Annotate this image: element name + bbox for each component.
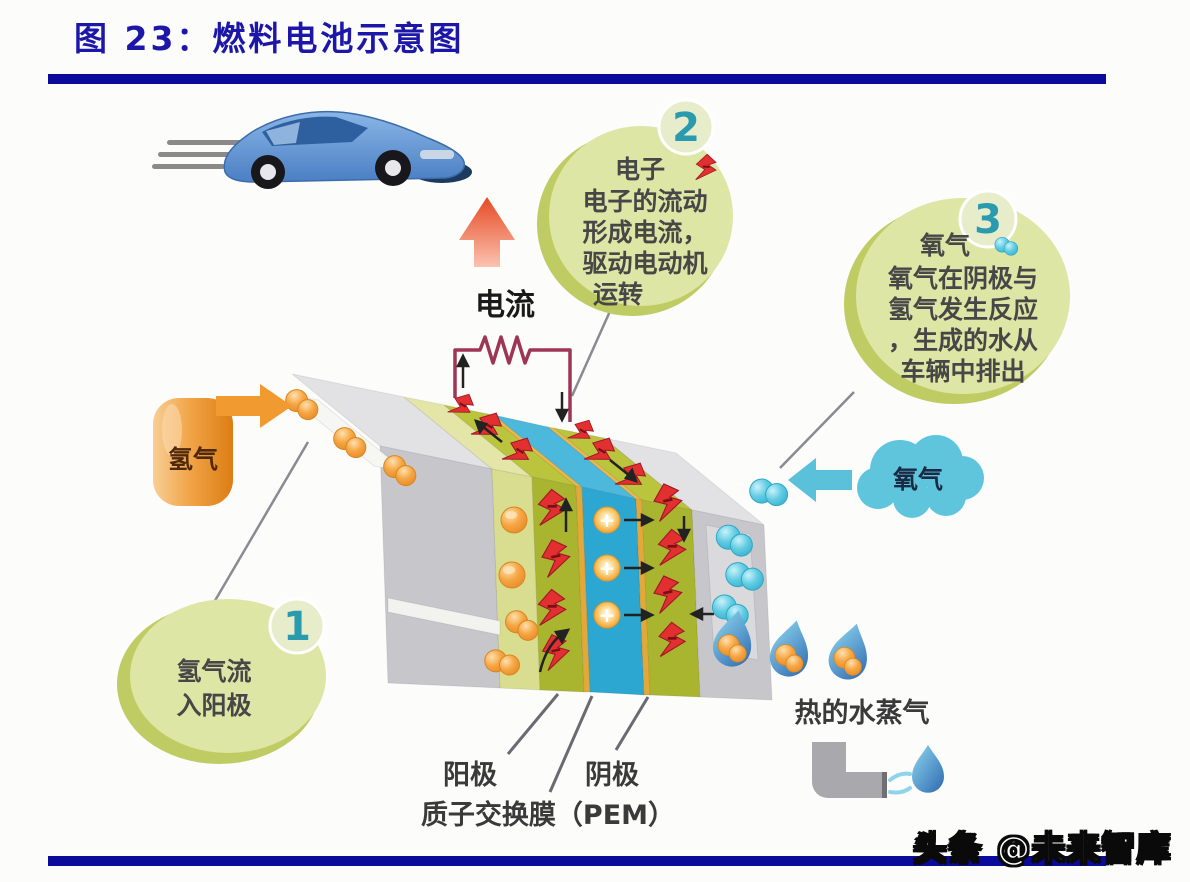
callout-3-line: ，生成的水从 [888, 326, 1038, 355]
droplet-icon [912, 744, 944, 793]
callout-2-line: 形成电流， [582, 218, 707, 247]
cathode-label-leader [614, 696, 650, 751]
callout-2-number-badge [657, 98, 715, 156]
callout-1-line: 氢气流 [176, 657, 251, 686]
oxygen-arrow-icon [788, 458, 852, 502]
callout-3-title: 氧气 [919, 231, 970, 260]
callout-3-number-badge [958, 189, 1018, 249]
electron-path-arrow-left [481, 425, 503, 443]
hydrogen-inlet-group: 氢气 [153, 384, 292, 506]
proton-plus: + [599, 556, 616, 580]
external-circuit: 电流 [453, 288, 572, 423]
watermark: 头条 @未来智库 [913, 828, 1172, 869]
callout-3-leader [779, 391, 855, 469]
droplet-icon [825, 619, 876, 683]
callout-2: 2 电子 电子的流动 形成电流， 驱动电动机 运转 [537, 98, 733, 316]
callout-1-line: 入阳极 [176, 691, 251, 720]
proton-plus: + [599, 603, 616, 627]
figure-title: 图 23：燃料电池示意图 [74, 19, 465, 58]
oxygen-cloud-icon [857, 435, 984, 518]
hydrogen-channel-lower [387, 597, 501, 636]
current-label: 电流 [475, 288, 535, 323]
oxygen-inlet-group: 氧气 [788, 435, 984, 518]
callout-3-line: 氧气在阴极与 [887, 264, 1038, 293]
resistor-circuit-icon [453, 335, 572, 422]
callout-3-number: 3 [974, 197, 1002, 243]
hydrogen-label: 氢气 [168, 445, 218, 474]
callout-1: 1 氢气流 入阳极 [117, 597, 326, 764]
steam-label: 热的水蒸气 [795, 697, 930, 729]
power-up-arrow-icon [459, 197, 515, 267]
proton-1: + [593, 506, 621, 534]
anode-label: 阳极 [443, 760, 497, 791]
callout-2-line: 电子的流动 [582, 187, 707, 216]
layer-labels: 阳极 阴极 质子交换膜（PEM） [421, 693, 675, 831]
top-rule [48, 74, 1106, 84]
anode-front-details [482, 486, 574, 679]
callout-1-number-badge [268, 597, 326, 655]
proton-plus: + [599, 508, 616, 532]
callout-1-leader [204, 441, 310, 617]
cathode-label: 阴极 [585, 760, 639, 791]
car-icon [223, 110, 472, 189]
callout-2-line: 运转 [593, 280, 643, 309]
callout-2-number: 2 [672, 105, 700, 151]
bottom-rule [48, 856, 1106, 866]
vehicle-group [152, 110, 515, 267]
callout-2-line: 驱动电动机 [582, 249, 707, 278]
droplet-icon [766, 616, 815, 680]
exhaust-pipe-icon [812, 742, 886, 798]
steam-outlet-group: 热的水蒸气 [710, 607, 944, 798]
proton-flow: + + + [593, 506, 655, 629]
membrane-label: 质子交换膜（PEM） [421, 799, 675, 831]
proton-arrows [624, 512, 655, 623]
oxygen-label: 氧气 [892, 465, 943, 494]
callout-2-leader [570, 299, 617, 397]
hydrogen-arrow-icon [216, 384, 292, 428]
electron-path-arrow-right [609, 459, 631, 477]
cathode-front-details [650, 474, 790, 661]
callout-leader-lines [204, 299, 855, 617]
motion-lines-icon [152, 140, 243, 169]
proton-3: + [593, 601, 621, 629]
membrane-label-leader [548, 695, 594, 793]
callout-3: 3 氧气 氧气在阴极与 氢气发生反应 ，生成的水从 车辆中排出 [844, 189, 1070, 404]
callout-1-number: 1 [283, 604, 311, 650]
fuel-cell-stack [285, 373, 773, 701]
anode-label-leader [506, 693, 560, 755]
proton-2: + [593, 554, 621, 582]
callout-2-title: 电子 [615, 155, 665, 184]
callout-3-line: 氢气发生反应 [888, 295, 1038, 324]
top-electron-bolts [444, 387, 653, 499]
callout-3-line: 车辆中排出 [900, 357, 1025, 386]
